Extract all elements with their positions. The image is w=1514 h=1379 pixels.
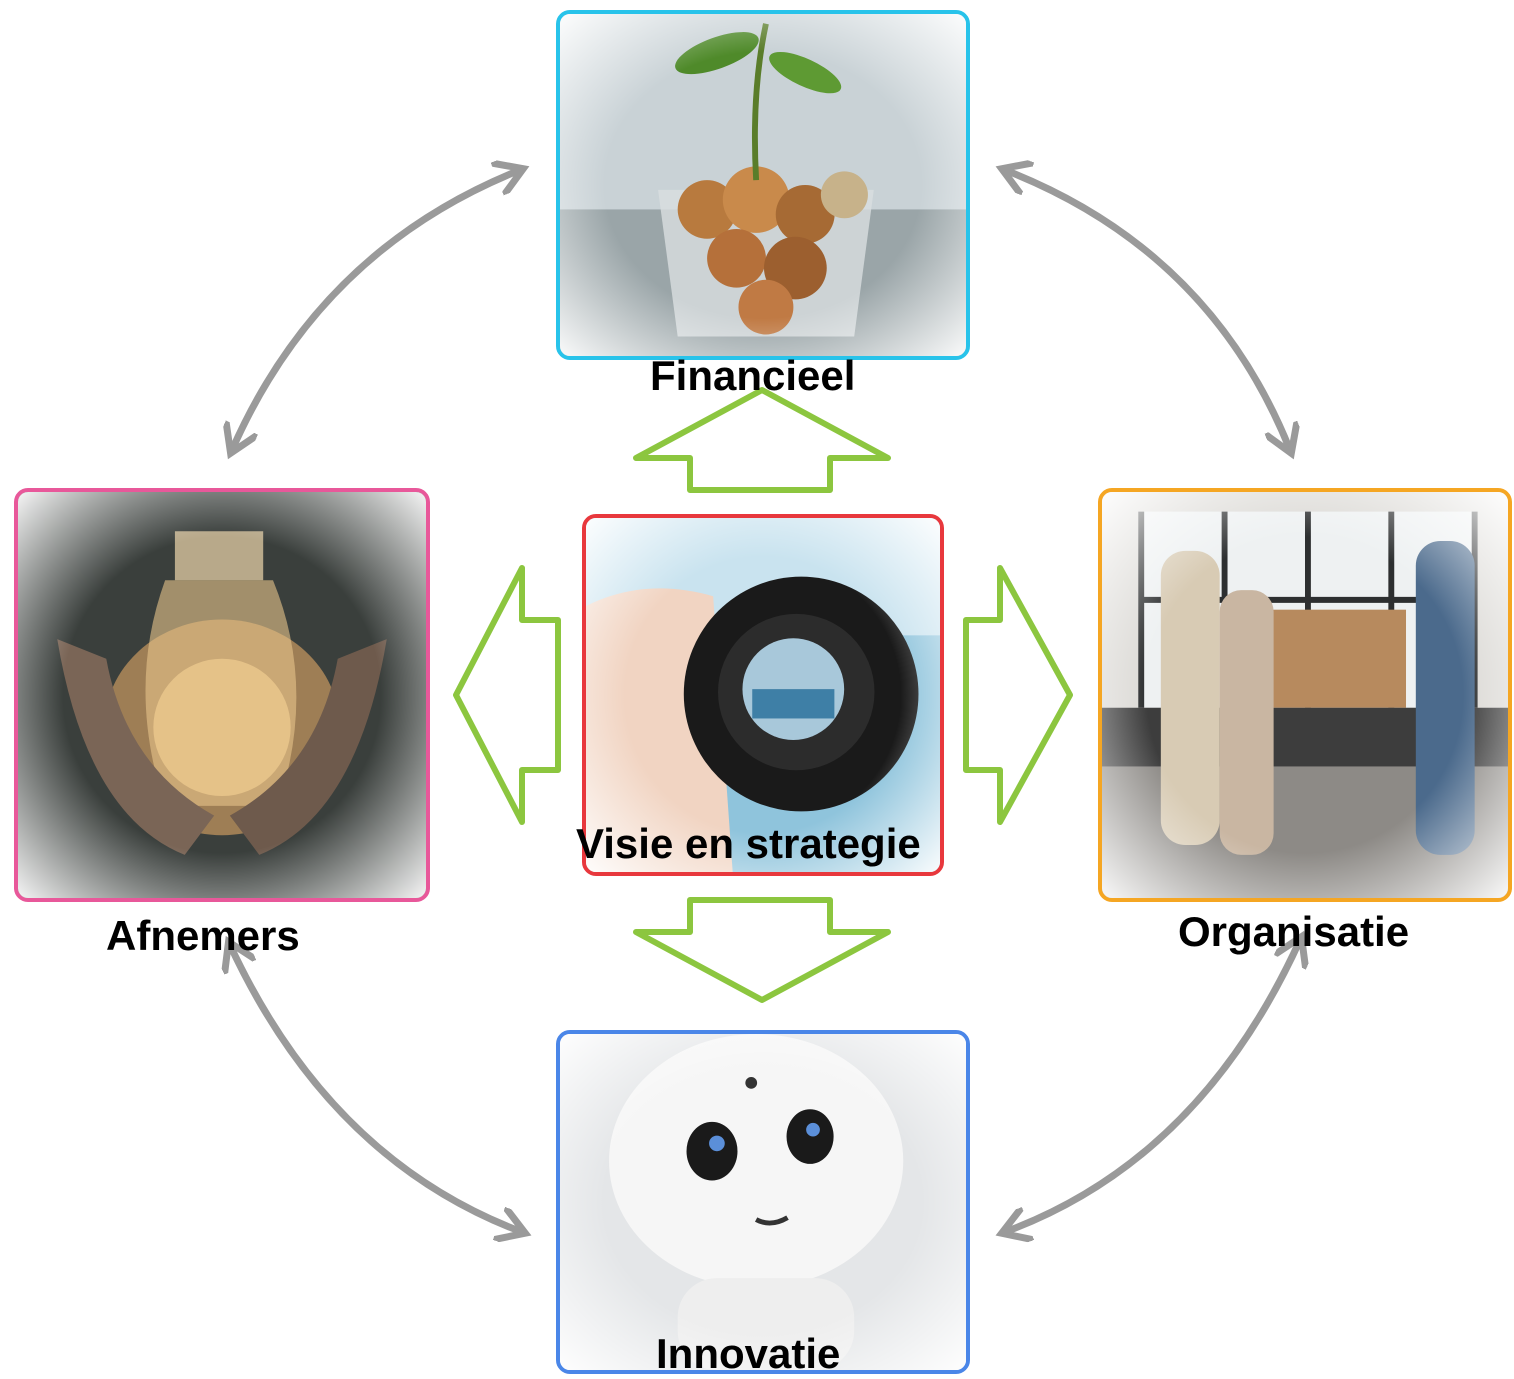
arrow-organisatie-innovatie [1005,940,1300,1232]
label-innovatie: Innovatie [656,1330,841,1377]
green-arrow-up [633,387,891,493]
tile-organisatie [1098,488,1512,902]
green-arrow-left [453,565,561,825]
label-afnemers: Afnemers [106,912,300,959]
tile-innovatie [556,1030,970,1374]
tile-afnemers [14,488,430,902]
label-financieel: Financieel [650,352,856,399]
arrow-financieel-organisatie [1005,170,1290,450]
tile-financieel [556,10,970,360]
green-arrow-right [963,565,1073,825]
arrow-financieel-afnemers [232,170,520,450]
tile-visie-en-strategie [582,514,944,876]
label-organisatie: Organisatie [1178,908,1410,955]
green-arrow-down [633,897,891,1003]
label-visie-en-strategie: Visie en strategie [576,820,921,867]
arrow-afnemers-innovatie [230,945,522,1232]
